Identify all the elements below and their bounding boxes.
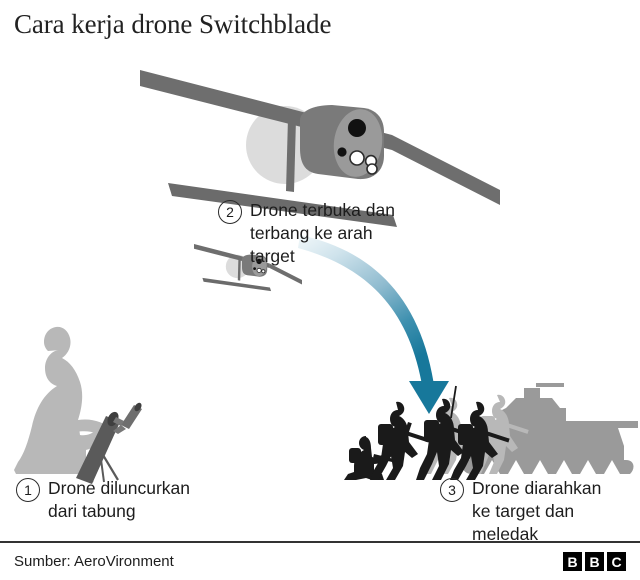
step-callout-launch: 1 Drone diluncurkan dari tabung (16, 477, 276, 523)
launched-projectile (113, 402, 142, 434)
step-number-badge-2: 2 (218, 200, 242, 224)
switchblade-drone-wings-deployed (140, 70, 500, 227)
bbc-logo-letter-3: C (607, 552, 626, 571)
enemy-soldiers-and-tank (344, 383, 638, 480)
bbc-logo-letter-1: B (563, 552, 582, 571)
step-text-2: Drone terbuka dan terbang ke arah target (250, 200, 395, 266)
step-callout-deploy: 2 Drone terbuka dan terbang ke arah targ… (218, 199, 448, 268)
page-title: Cara kerja drone Switchblade (14, 9, 332, 39)
step-callout-strike: 3 Drone diarahkan ke target dan meledak (440, 477, 640, 546)
footer: Sumber: AeroVironment B B C (0, 543, 640, 580)
switchblade-drone-small (194, 244, 302, 292)
curved-attack-arrow (298, 235, 449, 414)
bbc-logo: B B C (563, 552, 626, 571)
step-number-badge-3: 3 (440, 478, 464, 502)
bbc-logo-letter-2: B (585, 552, 604, 571)
soldier-group-dark (344, 385, 510, 480)
step-number-badge-1: 1 (16, 478, 40, 502)
step-text-1: Drone diluncurkan dari tabung (48, 478, 191, 521)
illustration-stage (0, 50, 640, 530)
soldier-with-launch-tube (14, 326, 120, 484)
step-text-3: Drone diarahkan ke target dan meledak (472, 478, 602, 544)
source-attribution: Sumber: AeroVironment (14, 553, 174, 570)
footer-divider (0, 541, 640, 543)
